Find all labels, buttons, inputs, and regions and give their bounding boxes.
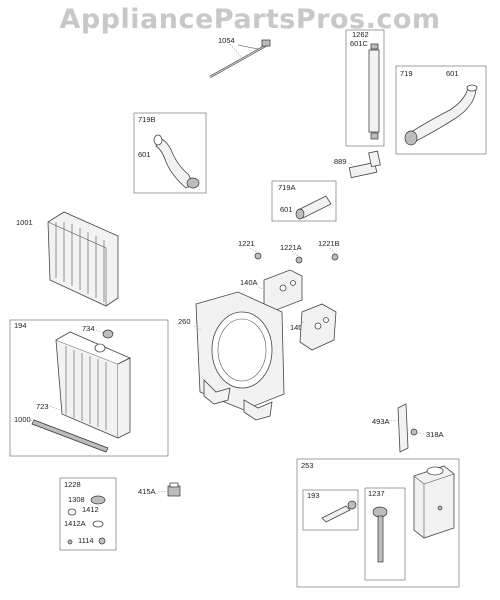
label-1262: 1262 [352, 30, 369, 39]
label-1114: 1114 [78, 536, 94, 545]
label-1237: 1237 [368, 489, 385, 498]
box-719 [395, 65, 487, 155]
part-1237-tube[interactable] [372, 506, 388, 563]
label-734: 734 [82, 324, 95, 333]
part-1000-seal[interactable] [31, 419, 109, 453]
box-193 [302, 489, 359, 531]
part-1412-gasket[interactable] [67, 508, 77, 516]
part-253-reservoir[interactable] [413, 465, 455, 539]
part-1001-screen[interactable] [47, 211, 119, 307]
label-1221B: 1221B [318, 239, 340, 248]
box-1262 [345, 29, 385, 147]
label-601-719B: 601 [138, 150, 151, 159]
part-734-cap[interactable] [102, 329, 114, 339]
label-601-719: 601 [446, 69, 459, 78]
part-719B-hose[interactable] [153, 134, 200, 189]
part-1262-tube[interactable] [368, 43, 380, 140]
box-194 [9, 319, 169, 457]
label-1221: 1221 [238, 239, 255, 248]
label-1308: 1308 [68, 495, 85, 504]
box-253 [296, 458, 460, 588]
label-719B: 719B [138, 115, 156, 124]
part-318A-screw[interactable] [410, 428, 418, 436]
part-719A-hose[interactable] [295, 195, 332, 220]
label-719A: 719A [278, 183, 296, 192]
part-1221B-screw[interactable] [331, 253, 339, 261]
label-1001: 1001 [16, 218, 33, 227]
label-723: 723 [36, 402, 49, 411]
label-1054: 1054 [218, 36, 235, 45]
label-1412: 1412 [82, 505, 99, 514]
label-140: 140 [290, 323, 303, 332]
label-1000: 1000 [14, 415, 31, 424]
part-140A-bracket[interactable] [263, 269, 303, 311]
label-193: 193 [307, 491, 320, 500]
part-1114-clip[interactable] [67, 537, 106, 545]
part-415A-fitting[interactable] [167, 482, 181, 497]
part-719-hose[interactable] [404, 84, 478, 146]
label-253: 253 [301, 461, 314, 470]
part-493A-bracket[interactable] [397, 403, 409, 453]
part-1054-cable-tie[interactable] [209, 39, 271, 78]
label-601-719A: 601 [280, 205, 293, 214]
part-1308-cap[interactable] [90, 495, 106, 505]
label-260: 260 [178, 317, 191, 326]
part-140-bracket[interactable] [299, 303, 337, 351]
label-493A: 493A [372, 417, 390, 426]
label-601C: 601C [350, 39, 369, 48]
part-889-fitting[interactable] [348, 150, 381, 179]
label-140A: 140A [240, 278, 258, 287]
label-1228: 1228 [64, 480, 81, 489]
label-1412A: 1412A [64, 519, 86, 528]
box-719A [271, 180, 337, 222]
label-719: 719 [400, 69, 413, 78]
box-1228 [59, 477, 117, 551]
part-193-cap-hose[interactable] [321, 500, 357, 523]
part-260-shroud[interactable] [195, 291, 285, 421]
part-1221-screw[interactable] [254, 252, 262, 260]
label-415A: 415A [138, 487, 156, 496]
part-1412A-gasket[interactable] [92, 520, 104, 528]
label-194: 194 [14, 321, 27, 330]
part-1221A-nut[interactable] [295, 256, 303, 264]
label-318A: 318A [426, 430, 444, 439]
label-1221A: 1221A [280, 243, 302, 252]
box-719B [133, 112, 207, 194]
part-194-radiator[interactable] [55, 331, 131, 439]
label-889: 889 [334, 157, 347, 166]
box-1237 [364, 487, 406, 581]
